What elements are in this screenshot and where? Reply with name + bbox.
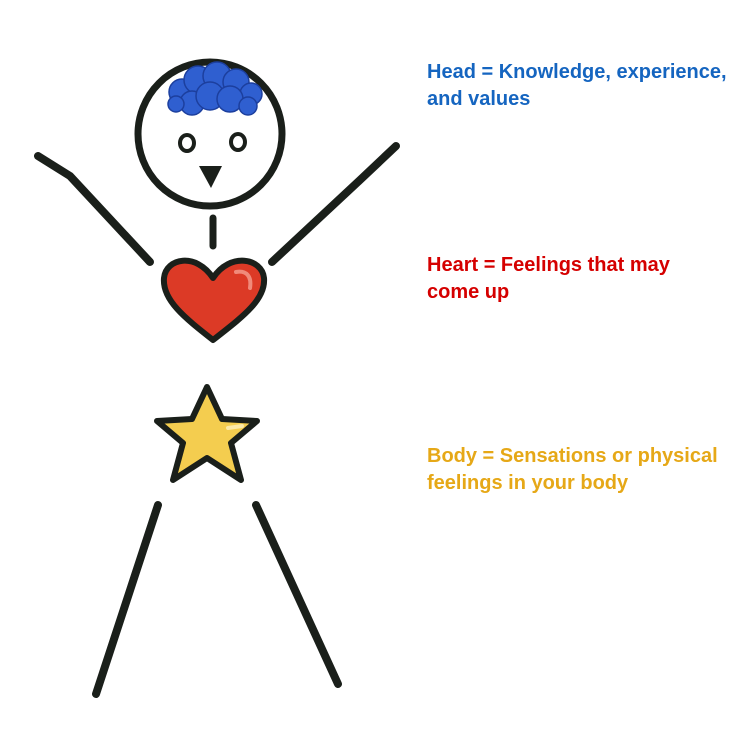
head-caption: Head = Knowledge, experience, and values — [427, 61, 727, 110]
right-arm-line — [268, 142, 400, 266]
left-arm-line — [34, 152, 154, 266]
right-eye-icon — [229, 132, 247, 152]
heart-caption: Heart = Feelings that may come up — [427, 254, 670, 303]
star-highlight-icon — [226, 424, 244, 430]
left-leg-line — [92, 501, 162, 698]
head-circle — [134, 58, 286, 210]
hair-icon — [167, 61, 263, 116]
nose-icon — [199, 166, 222, 188]
left-eye-icon — [178, 133, 196, 153]
heart-highlight-icon — [234, 269, 253, 290]
body-caption: Body = Sensations or physical feelings i… — [427, 445, 718, 494]
star-icon — [154, 384, 260, 483]
heart-icon — [160, 257, 268, 343]
right-leg-line — [252, 501, 342, 688]
